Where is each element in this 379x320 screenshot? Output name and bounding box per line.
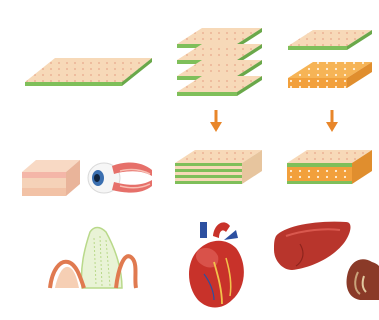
tooth-periodontal <box>50 228 136 289</box>
arrow-down-icon <box>326 122 338 132</box>
kidney <box>347 259 379 300</box>
sheet-edge-front <box>25 82 122 86</box>
arrow-down-icon <box>210 122 222 132</box>
upper-sheet <box>288 30 372 50</box>
orange-block <box>288 62 372 88</box>
bilayer-tissue <box>287 150 372 184</box>
layered-tissue <box>175 150 262 184</box>
bilayer-cell-sheets <box>288 30 372 88</box>
single-cell-sheet <box>25 58 152 86</box>
liver <box>274 222 351 270</box>
heart <box>189 222 244 308</box>
stacked-cell-sheets <box>177 28 262 96</box>
aorta <box>213 222 230 238</box>
vein <box>200 222 207 238</box>
sheet-cells <box>25 58 152 82</box>
eye <box>88 163 152 193</box>
skin-tissue <box>22 160 80 196</box>
arrow-bilayer-to-tissue <box>326 110 338 132</box>
arrow-stack-to-tissue <box>210 110 222 132</box>
